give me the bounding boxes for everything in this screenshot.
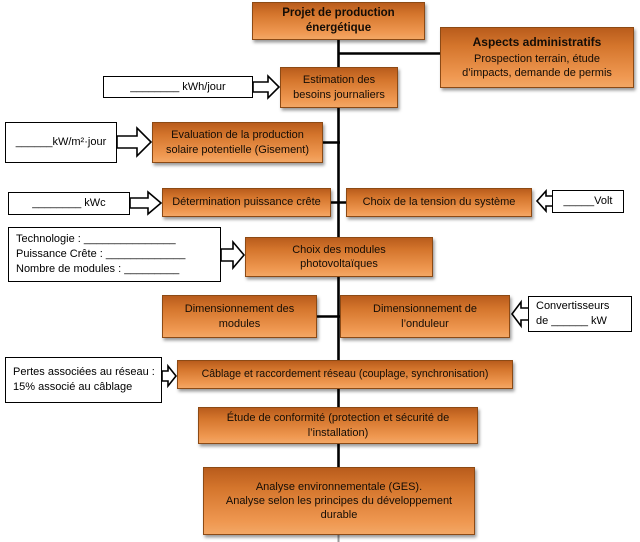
box-aspects-title: Aspects administratifs [472,35,602,50]
box-dim-onduleur-line1: Dimensionnement de [373,303,477,316]
box-estimation: Estimation des besoins journaliers [280,67,398,108]
box-projet: Projet de production énergétique [252,2,425,40]
box-aspects-line2: d’impacts, demande de permis [462,66,612,79]
arrow-kwc [129,190,163,216]
box-dim-modules: Dimensionnement des modules [162,295,317,338]
box-dim-modules-line2: modules [218,317,261,330]
box-etude-line2: l’installation) [307,426,369,439]
box-etude-line1: Étude de conformité (protection et sécur… [226,412,450,425]
box-analyse: Analyse environnementale (GES). Analyse … [203,467,475,535]
box-evaluation: Evaluation de la production solaire pote… [152,122,323,163]
callout-pertes-line1: Pertes associées au réseau : [13,366,155,379]
arrow-technologie [220,239,246,271]
callout-convertisseurs-line2: de ______ kW [536,315,607,327]
callout-volt: _____Volt [552,190,624,213]
box-determination: Détermination puissance crête [162,188,331,217]
box-projet-line2: énergétique [305,22,372,34]
box-dim-onduleur: Dimensionnement de l’onduleur [340,295,510,338]
box-choix-modules-line1: Choix des modules [292,243,386,256]
box-tension-label: Choix de la tension du système [362,196,516,209]
box-dim-onduleur-line2: l’onduleur [401,317,449,330]
box-cablage-label: Câblage et raccordement réseau (couplage… [201,367,489,380]
arrow-kw-m2-jour [116,126,153,158]
callout-kw-m2-jour-label: ______kW/m²·jour [15,136,107,149]
callout-technologie-line2: Puissance Crête : _____________ [16,248,186,261]
box-choix-modules-line2: photovoltaïques [300,258,378,270]
callout-kw-m2-jour: ______kW/m²·jour [5,122,117,163]
arrow-pertes [161,363,178,389]
callout-technologie: Technologie : _______________ Puissance … [8,227,221,282]
callout-kwh-jour: ________ kWh/jour [103,76,253,98]
arrow-convertisseurs [511,299,530,329]
box-analyse-line2: Analyse selon les principes du développe… [225,494,453,507]
callout-technologie-line3: Nombre de modules : _________ [16,262,180,275]
callout-volt-label: _____Volt [563,195,613,208]
callout-convertisseurs: Convertisseurs de ______ kW [528,296,632,332]
callout-kwh-jour-label: ________ kWh/jour [130,80,226,93]
arrow-volt [535,188,554,214]
box-projet-line1: Projet de production [282,7,395,20]
box-determination-label: Détermination puissance crête [172,196,321,209]
callout-pertes-line2: 15% associé au câblage [13,381,133,393]
callout-pertes: Pertes associées au réseau : 15% associé… [5,357,162,403]
box-analyse-line1: Analyse environnementale (GES). [255,480,423,493]
box-evaluation-line2: solaire potentielle (Gisement) [165,143,310,156]
box-dim-modules-line1: Dimensionnement des [184,303,295,316]
box-choix-modules: Choix des modules photovoltaïques [245,237,433,277]
callout-kwc: ________ kWc [8,192,130,215]
box-estimation-line1: Estimation des [302,74,376,87]
box-tension: Choix de la tension du système [346,188,532,217]
callout-kwc-label: ________ kWc [32,197,106,210]
box-evaluation-line1: Evaluation de la production [171,129,304,142]
box-etude: Étude de conformité (protection et sécur… [198,407,478,444]
callout-technologie-line1: Technologie : _______________ [16,233,176,246]
box-estimation-line2: besoins journaliers [293,88,385,101]
callout-convertisseurs-line1: Convertisseurs [536,300,610,313]
box-aspects-line1: Prospection terrain, étude [474,52,600,65]
box-cablage: Câblage et raccordement réseau (couplage… [177,360,513,389]
box-aspects: Aspects administratifs Prospection terra… [440,27,634,88]
arrow-kwh-jour [252,74,281,100]
box-analyse-line3: durable [320,509,358,522]
